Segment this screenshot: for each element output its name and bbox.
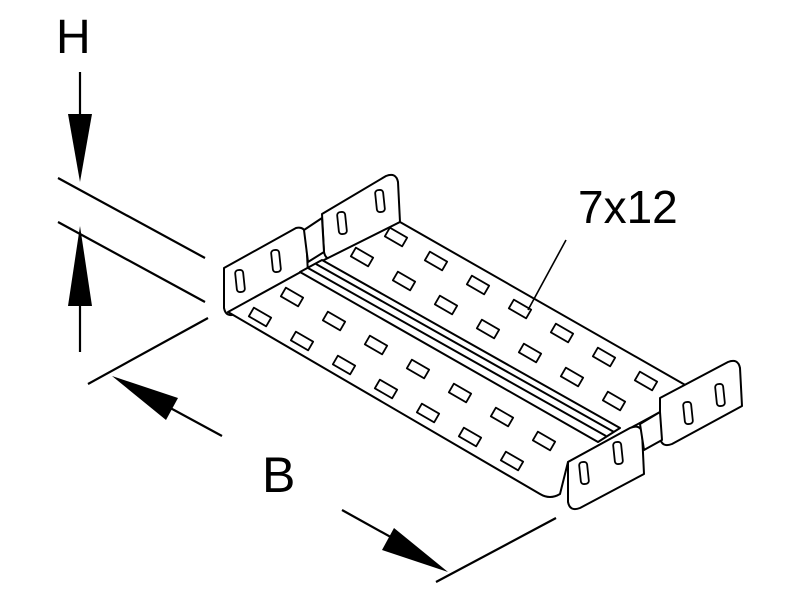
width-extension-left bbox=[87, 317, 209, 385]
width-extension-right bbox=[435, 517, 557, 583]
flange-slots bbox=[234, 189, 726, 485]
left-joint bbox=[303, 217, 325, 263]
width-arrow-left bbox=[112, 376, 178, 420]
height-extension-bottom bbox=[57, 221, 206, 303]
rib-line-2 bbox=[315, 263, 615, 433]
right-joint bbox=[639, 411, 663, 451]
coupler-body bbox=[223, 173, 743, 511]
front-flange bbox=[567, 425, 645, 511]
height-arrow-bottom bbox=[68, 226, 92, 306]
center-rib bbox=[299, 259, 621, 443]
height-arrow-top bbox=[68, 114, 92, 182]
width-arrow-right bbox=[382, 528, 448, 572]
height-dimension bbox=[57, 72, 206, 352]
perforation-holes bbox=[247, 226, 659, 472]
height-label: H bbox=[56, 11, 91, 64]
right-flange bbox=[659, 359, 743, 447]
hole-size-label: 7x12 bbox=[578, 181, 678, 233]
hole-size-leader bbox=[527, 239, 567, 311]
width-label: B bbox=[262, 447, 296, 503]
height-extension-top bbox=[57, 177, 206, 259]
width-dimension bbox=[87, 317, 557, 583]
rib-line-1 bbox=[307, 267, 607, 437]
